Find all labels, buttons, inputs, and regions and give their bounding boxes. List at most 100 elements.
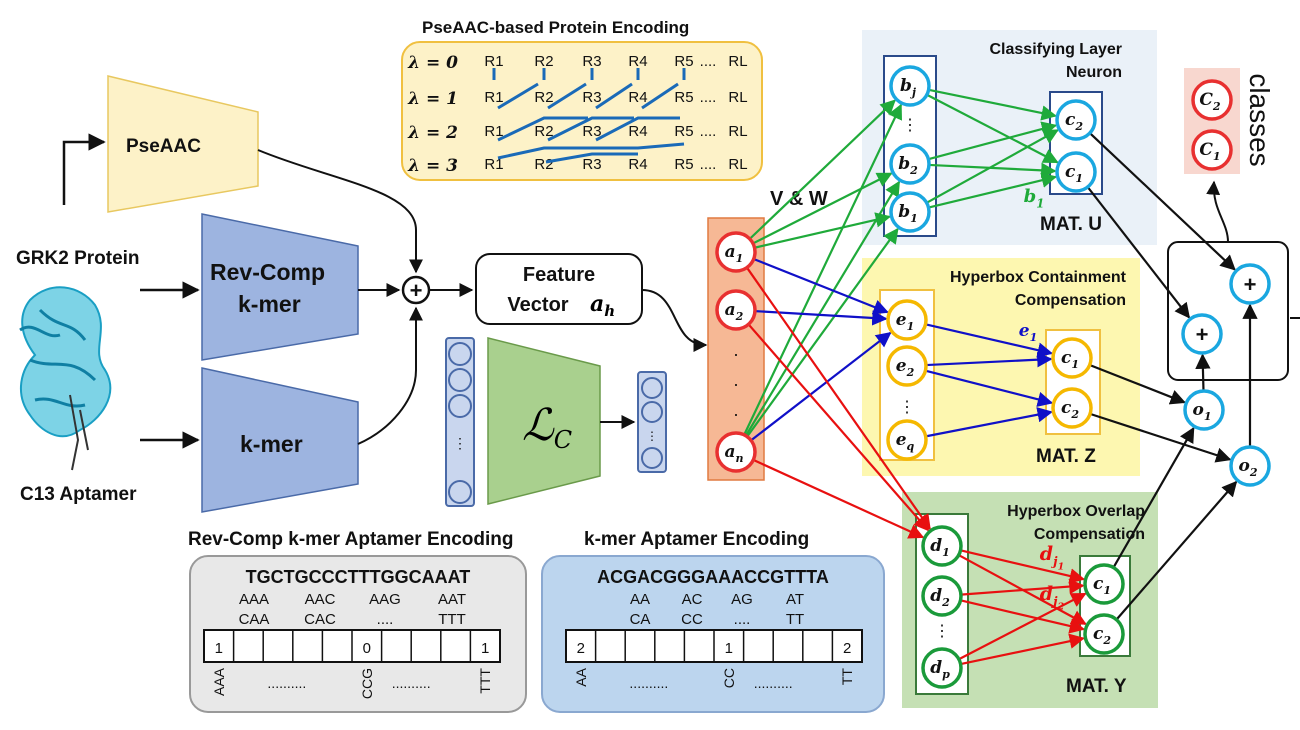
pseaac-panel-title: PseAAC-based Protein Encoding [422, 18, 689, 37]
overlap-title-line2: Compensation [1034, 526, 1145, 543]
arrow-pseaac-to-sum [257, 149, 423, 274]
residue-label: R1 [484, 53, 503, 70]
residue-label: .... [700, 53, 717, 70]
revcomp-label-line2: k-mer [238, 291, 301, 317]
kmer-pair-bottom: .... [734, 611, 751, 628]
d-node [921, 647, 963, 689]
vector-axis-label: AAA [211, 667, 227, 696]
edge-c-to-plus [1086, 186, 1191, 319]
kmer-pair-bottom: .... [377, 611, 394, 628]
feature-symbol: ah [590, 291, 615, 320]
e-dots: ⋮ [899, 399, 915, 416]
pseaac-encoder [107, 75, 259, 213]
a-node-label: a2 [725, 300, 744, 323]
residue-label: R1 [484, 89, 503, 106]
residue-label: RL [728, 89, 747, 106]
edge-label-e1: e1 [1019, 321, 1038, 344]
edge-sum-to-classes [1206, 180, 1229, 243]
a-node [715, 431, 757, 473]
loss-dots: ⋮ [453, 435, 467, 451]
residue-label: R3 [582, 123, 601, 140]
d-node-label: d1 [930, 536, 950, 559]
loss-output-dots: ⋮ [646, 429, 658, 443]
edge-e-to-c [925, 407, 1053, 438]
o-node-label: o2 [1238, 456, 1257, 479]
residue-label: R2 [534, 156, 553, 173]
o-node-label: o1 [1192, 400, 1211, 423]
kmer-pair-top: AA [630, 591, 650, 608]
aptamer-label: C13 Aptamer [20, 484, 137, 505]
vector-axis-label: .......... [392, 675, 431, 691]
edge-label-dj: dj2 [1040, 583, 1065, 613]
loss-symbol: ℒC [522, 400, 572, 454]
edge-a-to-b [752, 172, 893, 245]
lambda2-link [497, 116, 588, 142]
c-node-y-label: c2 [1093, 624, 1111, 647]
edge-a-to-d [747, 323, 930, 532]
revcomp-kmer-encoder [201, 213, 359, 361]
residue-label: R4 [628, 123, 647, 140]
residue-label: RL [728, 53, 747, 70]
kmer-pair-top: AG [731, 591, 753, 608]
c-node-u-label: c2 [1065, 110, 1083, 133]
containment-title-line1: Hyperbox Containment [950, 269, 1127, 286]
vector-cell-value: 2 [577, 640, 585, 657]
a-node [715, 289, 757, 331]
lambda3-link [497, 142, 685, 160]
vector-cell-value: 1 [725, 640, 733, 657]
c-node-u-label: c1 [1065, 162, 1083, 185]
edge-a-to-d [752, 458, 925, 539]
vector-axis-label: CC [721, 668, 737, 688]
kmer-panel-title: k-mer Aptamer Encoding [584, 529, 809, 550]
edge-e-to-c [925, 323, 1054, 358]
classifying-matrix: MAT. U [1040, 214, 1102, 235]
residue-label: R1 [484, 123, 503, 140]
vector-axis-label: AA [573, 667, 589, 686]
loss-encoder [487, 337, 601, 505]
kmer-sequence: ACGACGGGAAACCGTTTA [597, 567, 829, 587]
c-node-z-label: c1 [1061, 348, 1079, 371]
e-node-label: eq [896, 430, 915, 453]
edge-e-to-c [925, 351, 1053, 368]
plus-node [1181, 313, 1223, 355]
sum-symbol: + [410, 278, 423, 303]
edge-b-to-c [928, 162, 1057, 179]
residue-label: RL [728, 156, 747, 173]
arrow-to-pseaac [62, 133, 106, 205]
c-node-z-label: c2 [1061, 398, 1079, 421]
vector-axis-label: .......... [267, 675, 306, 691]
kmer-pair-bottom: CA [630, 611, 651, 628]
residue-label: R2 [534, 89, 553, 106]
kmer-pair-top: AC [682, 591, 703, 608]
edge-d-to-c [960, 578, 1085, 596]
classes-label: classes [1244, 73, 1275, 166]
arrow-feature-to-inputs [641, 289, 708, 352]
edge-c-to-plus [1089, 132, 1236, 271]
c-node-z [1051, 337, 1093, 379]
e-node-label: e2 [896, 356, 915, 379]
input-dots-2: · [733, 374, 739, 394]
overlap-title-line1: Hyperbox Overlap [1007, 503, 1145, 520]
b-node-label: b1 [898, 202, 918, 225]
edge-d-to-c [960, 549, 1086, 584]
edge-a-to-e [750, 331, 892, 442]
residue-label: R4 [628, 156, 647, 173]
lambda1-link [595, 82, 633, 110]
input-dots-1: · [733, 344, 739, 364]
a-node-label: a1 [725, 242, 744, 265]
kmer-pair-bottom: TT [786, 611, 804, 628]
edge-b-to-c [928, 88, 1057, 121]
residue-label: .... [700, 89, 717, 106]
c-node-u [1055, 151, 1097, 193]
edge-c-to-o [1112, 426, 1195, 569]
residue-label: R1 [484, 156, 503, 173]
b-dots: ⋮ [902, 117, 918, 134]
arrow-kmer-to-sum [357, 306, 423, 445]
residue-label: R5 [674, 53, 693, 70]
input-dots-3: · [733, 404, 739, 424]
edge-a-to-b [748, 99, 896, 240]
a-node-label: an [724, 442, 743, 465]
edge-a-to-d [746, 266, 931, 531]
